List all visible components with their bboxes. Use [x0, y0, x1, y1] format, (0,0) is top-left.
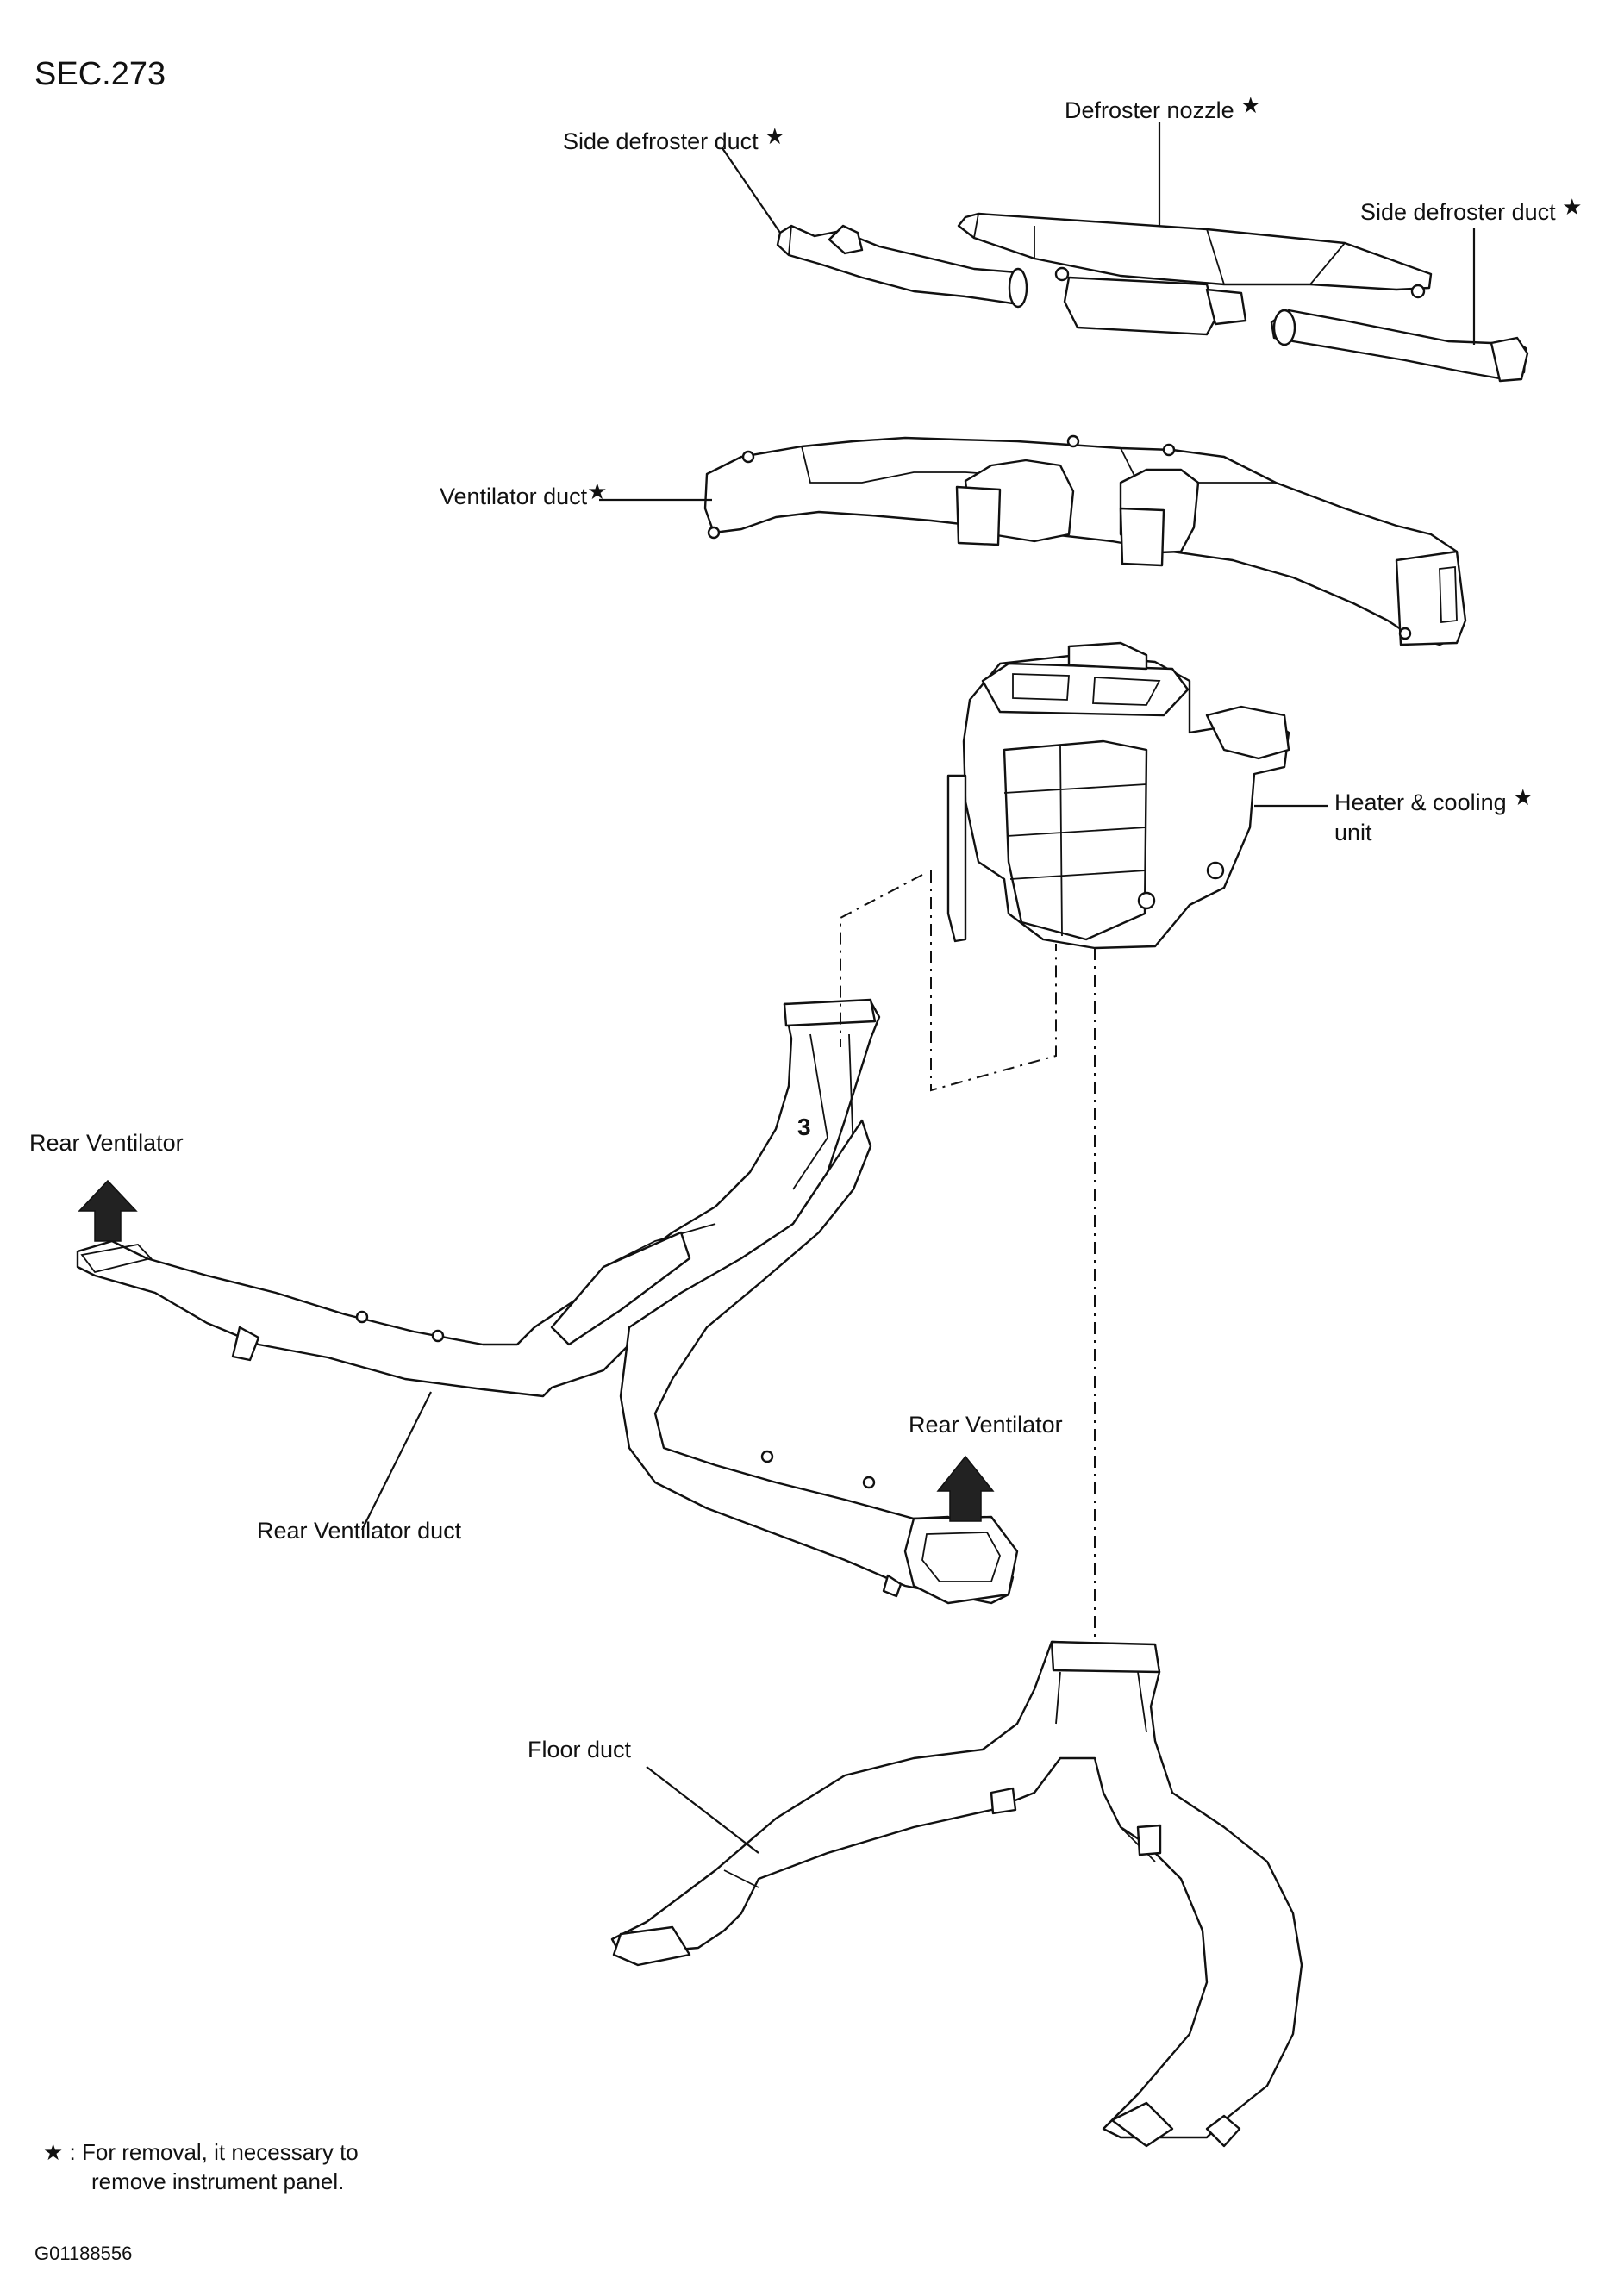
defroster-nozzle-label: Defroster nozzle ★ [1065, 92, 1260, 124]
removal-star-icon: ★ [587, 478, 608, 504]
floor-duct-label: Floor duct [528, 1737, 632, 1763]
heater-cooling-unit-label: Heater & cooling ★ [1334, 784, 1533, 816]
assembly-center-lines [840, 870, 1096, 1638]
rear-ventilator-duct [76, 998, 1019, 1605]
side-defroster-duct-right-label: Side defroster duct ★ [1360, 194, 1582, 226]
ventilator-duct-label: Ventilator duct★ [440, 478, 607, 510]
rear-ventilator-left-label: Rear Ventilator [29, 1130, 184, 1156]
rear-ventilator-duct-label: Rear Ventilator duct [257, 1518, 462, 1544]
heater-cooling-unit-label-line2: unit [1334, 820, 1372, 845]
figure-id: G01188556 [34, 2243, 133, 2264]
footnote-line2: remove instrument panel. [91, 2168, 345, 2194]
defroster-nozzle-text: Defroster nozzle [1065, 97, 1234, 123]
part-number-3: 3 [797, 1114, 811, 1140]
rear-ventilator-arrow-right [936, 1455, 995, 1522]
side-defroster-duct-right [1270, 309, 1529, 383]
side-defroster-duct-left-label: Side defroster duct ★ [563, 123, 784, 155]
floor-duct [610, 1640, 1303, 2148]
ventilator-duct-text: Ventilator duct [440, 484, 588, 509]
ventilator-duct [703, 434, 1467, 646]
defroster-nozzle [957, 212, 1433, 336]
side-defroster-duct-right-text: Side defroster duct [1360, 199, 1556, 225]
removal-star-icon: ★ [1562, 194, 1583, 220]
rear-ventilator-right-label: Rear Ventilator [909, 1412, 1063, 1438]
removal-star-icon: ★ [1240, 92, 1261, 118]
removal-star-icon: ★ [1513, 784, 1534, 810]
removal-star-icon: ★ [765, 123, 785, 149]
side-defroster-duct-left [776, 224, 1028, 309]
rear-ventilator-arrow-left [78, 1179, 138, 1242]
leader-lines [361, 122, 1476, 1854]
section-number: SEC.273 [34, 56, 166, 92]
heater-cooling-unit [946, 641, 1290, 950]
footnote-line1: ★ : For removal, it necessary to [43, 2139, 359, 2165]
heater-cooling-unit-text: Heater & cooling [1334, 789, 1507, 815]
side-defroster-duct-left-text: Side defroster duct [563, 128, 759, 154]
